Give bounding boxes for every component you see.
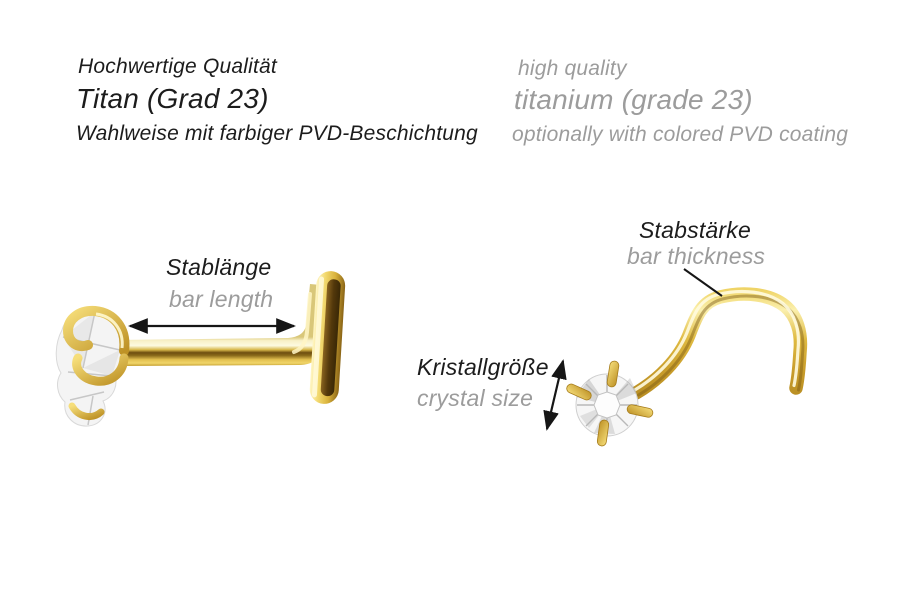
bar-length-label-de: Stablänge (166, 254, 272, 280)
crystal-size-arrow (543, 359, 567, 431)
stud-l-plate (309, 271, 346, 404)
coating-claim-de: Wahlweise mit farbiger PVD-Beschichtung (76, 122, 478, 145)
material-claim-de: Titan (Grad 23) (76, 83, 269, 114)
bar-thickness-pointer-line (683, 268, 723, 297)
bar-thickness-label-en: bar thickness (627, 243, 766, 269)
stud-prong-setting (62, 305, 130, 421)
quality-claim-de: Hochwertige Qualität (78, 55, 277, 78)
quality-claim-en: high quality (518, 57, 627, 80)
bar-thickness-label-de: Stabstärke (639, 217, 751, 243)
screw-bar (629, 287, 808, 400)
stud-bar (121, 284, 332, 366)
bar-length-label-en: bar length (169, 286, 274, 312)
material-claim-en: titanium (grade 23) (514, 84, 753, 115)
l-shaped-nose-stud-illustration (55, 271, 346, 427)
crystal-size-label-en: crystal size (417, 385, 534, 411)
crystal-size-label-de: Kristallgröße (417, 354, 549, 380)
screw-prongs (566, 360, 654, 447)
curved-nose-screw-illustration (566, 287, 808, 447)
coating-claim-en: optionally with colored PVD coating (512, 123, 849, 146)
